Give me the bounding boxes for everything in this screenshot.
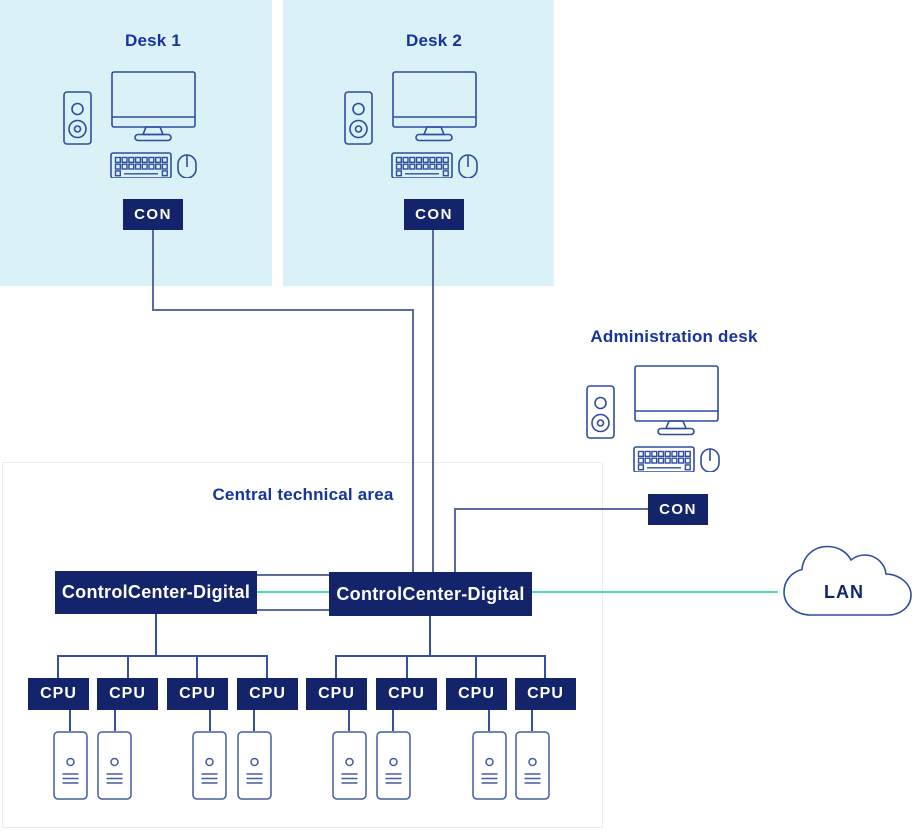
- server-icon: [376, 731, 411, 800]
- cpu-box: CPU: [97, 678, 158, 710]
- cpu-box: CPU: [28, 678, 89, 710]
- cpu-box: CPU: [167, 678, 228, 710]
- cpu-drop-line: [406, 655, 408, 678]
- desk2-con-link: [432, 230, 434, 572]
- desk1-con-link-horizontal: [152, 309, 414, 311]
- matrix2-bus-line: [335, 655, 546, 657]
- cpu-box: CPU: [376, 678, 437, 710]
- admin-con-link-drop: [454, 508, 456, 572]
- server-icon: [97, 731, 132, 800]
- server-drop-line: [392, 710, 394, 731]
- admin-con-box: CON: [648, 494, 708, 525]
- matrix-link-line: [257, 609, 329, 611]
- cpu-drop-line: [196, 655, 198, 678]
- matrix-link-line: [257, 574, 329, 576]
- server-drop-line: [253, 710, 255, 731]
- cpu-box: CPU: [237, 678, 298, 710]
- server-drop-line: [348, 710, 350, 731]
- lan-label: LAN: [824, 582, 864, 602]
- matrix2-trunk-line: [429, 616, 431, 656]
- cpu-drop-line: [266, 655, 268, 678]
- server-drop-line: [114, 710, 116, 731]
- server-icon: [192, 731, 227, 800]
- cpu-drop-line: [475, 655, 477, 678]
- central-technical-area: [2, 462, 603, 828]
- administration-desk-title: Administration desk: [590, 327, 758, 346]
- server-icon: [472, 731, 507, 800]
- workstation-icon: [344, 71, 478, 178]
- server-drop-line: [209, 710, 211, 731]
- controlcenter-digital-box-1: ControlCenter-Digital: [55, 571, 257, 614]
- lan-link-line: [532, 591, 778, 593]
- central-area-title: Central technical area: [212, 485, 394, 504]
- controlcenter-digital-box-2: ControlCenter-Digital: [329, 572, 532, 616]
- server-drop-line: [69, 710, 71, 731]
- server-icon: [332, 731, 367, 800]
- admin-con-link-horizontal: [454, 508, 648, 510]
- server-drop-line: [531, 710, 533, 731]
- workstation-icon: [586, 365, 720, 472]
- desk-2-con-box: CON: [404, 199, 464, 230]
- server-icon: [53, 731, 88, 800]
- matrix1-trunk-line: [155, 614, 157, 656]
- desk-1-title: Desk 1: [124, 31, 182, 50]
- cpu-drop-line: [127, 655, 129, 678]
- matrix-link-line-green: [257, 591, 329, 593]
- desk-2-title: Desk 2: [405, 31, 463, 50]
- cpu-drop-line: [57, 655, 59, 678]
- desk-1-con-box: CON: [123, 199, 183, 230]
- cpu-drop-line: [544, 655, 546, 678]
- workstation-icon: [63, 71, 197, 178]
- cpu-box: CPU: [446, 678, 507, 710]
- matrix1-bus-line: [57, 655, 268, 657]
- desk1-con-link-drop: [412, 309, 414, 572]
- desk-2-zone: [283, 0, 554, 286]
- desk-1-zone: [0, 0, 272, 286]
- server-icon: [515, 731, 550, 800]
- cpu-drop-line: [335, 655, 337, 678]
- server-icon: [237, 731, 272, 800]
- cpu-box: CPU: [515, 678, 576, 710]
- desk1-con-link-vertical: [152, 230, 154, 310]
- server-drop-line: [488, 710, 490, 731]
- cpu-box: CPU: [306, 678, 367, 710]
